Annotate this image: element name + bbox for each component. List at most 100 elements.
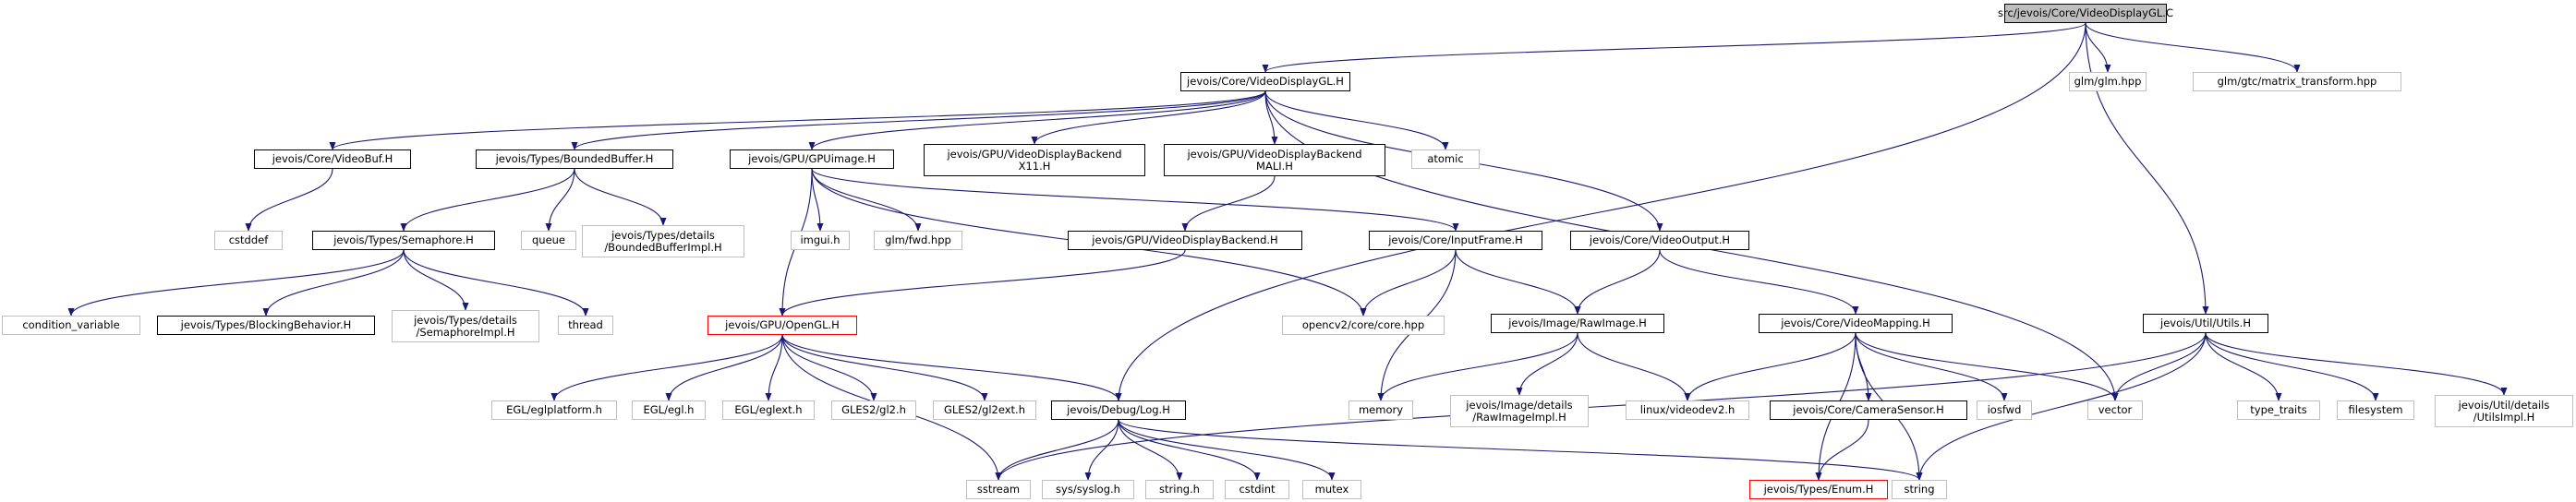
edge-videodisplaygl_h-to-boundedbuffer_h bbox=[571, 90, 1266, 150]
node-gl2ext: GLES2/gl2ext.h bbox=[933, 400, 1036, 420]
node-blockingbehavior-h[interactable]: jevois/Types/BlockingBehavior.H bbox=[157, 316, 375, 335]
node-vector: vector bbox=[2087, 400, 2143, 420]
node-memory: memory bbox=[1348, 400, 1413, 420]
edge-log_h-to-string_h bbox=[1118, 419, 1183, 481]
edge-semaphore_h-to-thread bbox=[403, 249, 589, 317]
node-atomic: atomic bbox=[1411, 149, 1480, 169]
edge-inputframe_h-to-rawimage_h bbox=[1455, 249, 1581, 315]
edge-videodisplaygl_h-to-videobuf_h bbox=[329, 90, 1266, 150]
node-glm-matrix-transform: glm/gtc/matrix_transform.hpp bbox=[2193, 72, 2401, 91]
edge-videomapping_h-to-iosfwd bbox=[1855, 332, 2008, 401]
node-type-traits: type_traits bbox=[2237, 400, 2320, 420]
node-root[interactable]: src/jevois/Core/VideoDisplayGL.C bbox=[1998, 4, 2173, 23]
edge-semaphore_h-to-blockingbehavior bbox=[262, 249, 405, 317]
node-utils-h[interactable]: jevois/Util/Utils.H bbox=[2143, 314, 2268, 333]
node-log-h[interactable]: jevois/Debug/Log.H bbox=[1051, 400, 1186, 420]
edge-utils_h-to-string bbox=[1916, 332, 2207, 481]
edge-videomapping_h-to-vector bbox=[1855, 332, 2119, 401]
edge-videodisplaygl_h-to-gpuimage_h bbox=[808, 90, 1266, 150]
node-egl: EGL/egl.h bbox=[632, 400, 706, 420]
node-videodisplaygl-h[interactable]: jevois/Core/VideoDisplayGL.H bbox=[1180, 72, 1350, 91]
edge-utils_h-to-utilsimpl bbox=[2205, 332, 2508, 396]
edge-root-to-videodisplaygl_h bbox=[1262, 22, 2086, 73]
node-thread: thread bbox=[558, 316, 613, 335]
node-enum-h[interactable]: jevois/Types/Enum.H bbox=[1749, 480, 1888, 499]
node-videodev2: linux/videodev2.h bbox=[1626, 400, 1749, 420]
edge-videodisplaygl_h-to-backend_x11 bbox=[1031, 90, 1266, 145]
edge-root-to-glm_matrix bbox=[2085, 22, 2301, 73]
node-videobuf-h[interactable]: jevois/Core/VideoBuf.H bbox=[254, 149, 411, 169]
edge-opengl_h-to-gl2ext bbox=[781, 334, 988, 401]
edge-videobuf_h-to-cstddef bbox=[245, 168, 333, 232]
node-string: string bbox=[1892, 480, 1947, 499]
node-backend-x11[interactable]: jevois/GPU/VideoDisplayBackend X11.H bbox=[924, 144, 1145, 176]
node-filesystem: filesystem bbox=[2337, 400, 2414, 420]
node-glm-glm: glm/glm.hpp bbox=[2069, 72, 2147, 91]
edge-videooutput_h-to-rawimage_h bbox=[1574, 249, 1661, 315]
edge-backend_h-to-opengl_h bbox=[779, 249, 1186, 317]
node-sstream: sstream bbox=[966, 480, 1031, 499]
edge-log_h-to-mutex bbox=[1118, 419, 1336, 481]
edge-utils_h-to-filesystem bbox=[2205, 332, 2379, 401]
node-gl2: GLES2/gl2.h bbox=[831, 400, 916, 420]
edge-videodisplaygl_h-to-atomic bbox=[1264, 90, 1449, 150]
node-condition-variable: condition_variable bbox=[2, 316, 140, 335]
node-utilsimpl: jevois/Util/details /UtilsImpl.H bbox=[2435, 395, 2573, 427]
node-rawimage-h[interactable]: jevois/Image/RawImage.H bbox=[1491, 314, 1664, 333]
edge-opengl_h-to-gl2 bbox=[781, 334, 877, 401]
edge-rawimage_h-to-memory bbox=[1377, 332, 1578, 401]
edge-rawimage_h-to-videodev2 bbox=[1577, 332, 1691, 401]
node-opencv-core: opencv2/core/core.hpp bbox=[1282, 316, 1445, 335]
node-mutex: mutex bbox=[1302, 480, 1361, 499]
node-semaphoreimpl: jevois/Types/details /SemaphoreImpl.H bbox=[392, 310, 539, 342]
edge-log_h-to-cstdint bbox=[1118, 419, 1261, 481]
node-cstdint: cstdint bbox=[1225, 480, 1289, 499]
node-string-h: string.h bbox=[1145, 480, 1214, 499]
edge-opengl_h-to-eglext bbox=[765, 334, 783, 401]
node-gpuimage-h[interactable]: jevois/GPU/GPUimage.H bbox=[730, 149, 894, 169]
node-queue: queue bbox=[521, 231, 576, 250]
edge-log_h-to-syslog bbox=[1084, 419, 1119, 481]
node-opengl-h[interactable]: jevois/GPU/OpenGL.H bbox=[707, 316, 857, 335]
edge-utils_h-to-sstream bbox=[995, 332, 2207, 481]
edge-root-to-utils_h bbox=[2085, 22, 2209, 315]
edge-boundedbuffer_h-to-queue bbox=[545, 168, 575, 232]
edge-opengl_h-to-log_h bbox=[781, 334, 1122, 401]
node-camerasensor-h[interactable]: jevois/Core/CameraSensor.H bbox=[1770, 400, 1967, 420]
edge-opengl_h-to-egl bbox=[665, 334, 783, 401]
edge-gpuimage_h-to-inputframe_h bbox=[811, 168, 1459, 232]
edge-utils_h-to-vector bbox=[2111, 332, 2207, 401]
edge-videomapping_h-to-videodev2 bbox=[1684, 332, 1856, 401]
node-glm-fwd: glm/fwd.hpp bbox=[874, 231, 962, 250]
edge-utils_h-to-type_traits bbox=[2205, 332, 2282, 401]
node-backend-h[interactable]: jevois/GPU/VideoDisplayBackend.H bbox=[1068, 231, 1302, 250]
node-videomapping-h[interactable]: jevois/Core/VideoMapping.H bbox=[1759, 314, 1953, 333]
node-boundedbuffer-h[interactable]: jevois/Types/BoundedBuffer.H bbox=[476, 149, 673, 169]
node-eglext: EGL/eglext.h bbox=[722, 400, 815, 420]
node-boundedbufferimpl: jevois/Types/details /BoundedBufferImpl.… bbox=[582, 225, 744, 257]
node-backend-mali[interactable]: jevois/GPU/VideoDisplayBackend MALI.H bbox=[1164, 144, 1385, 176]
edge-log_h-to-sstream bbox=[995, 419, 1119, 481]
node-iosfwd: iosfwd bbox=[1977, 400, 2032, 420]
edge-videooutput_h-to-videomapping_h bbox=[1659, 249, 1859, 315]
node-cstddef: cstddef bbox=[214, 231, 283, 250]
node-rawimageimpl: jevois/Image/details /RawImageImpl.H bbox=[1450, 395, 1589, 427]
node-videooutput-h[interactable]: jevois/Core/VideoOutput.H bbox=[1570, 231, 1749, 250]
edge-root-to-glm_glm bbox=[2085, 22, 2111, 73]
node-semaphore-h[interactable]: jevois/Types/Semaphore.H bbox=[312, 231, 495, 250]
edge-semaphore_h-to-condition_variable bbox=[67, 249, 405, 317]
node-eglplatform: EGL/eglplatform.h bbox=[491, 400, 617, 420]
edge-log_h-to-string bbox=[1118, 419, 1923, 481]
node-inputframe-h[interactable]: jevois/Core/InputFrame.H bbox=[1369, 231, 1542, 250]
edge-camerasensor_h-to-enum_h bbox=[1815, 419, 1869, 481]
node-syslog: sys/syslog.h bbox=[1042, 480, 1134, 499]
edge-gpuimage_h-to-glm_fwd bbox=[811, 168, 922, 232]
edge-rawimage_h-to-rawimageimpl bbox=[1516, 332, 1578, 396]
edge-boundedbuffer_h-to-semaphore_h bbox=[400, 168, 575, 232]
edge-opengl_h-to-eglplatform bbox=[550, 334, 783, 401]
node-imgui: imgui.h bbox=[791, 231, 850, 250]
edge-boundedbuffer_h-to-boundedbufferimpl bbox=[574, 168, 667, 226]
edge-semaphore_h-to-semaphoreimpl bbox=[403, 249, 469, 311]
edge-backend_mali-to-backend_h bbox=[1181, 175, 1276, 232]
